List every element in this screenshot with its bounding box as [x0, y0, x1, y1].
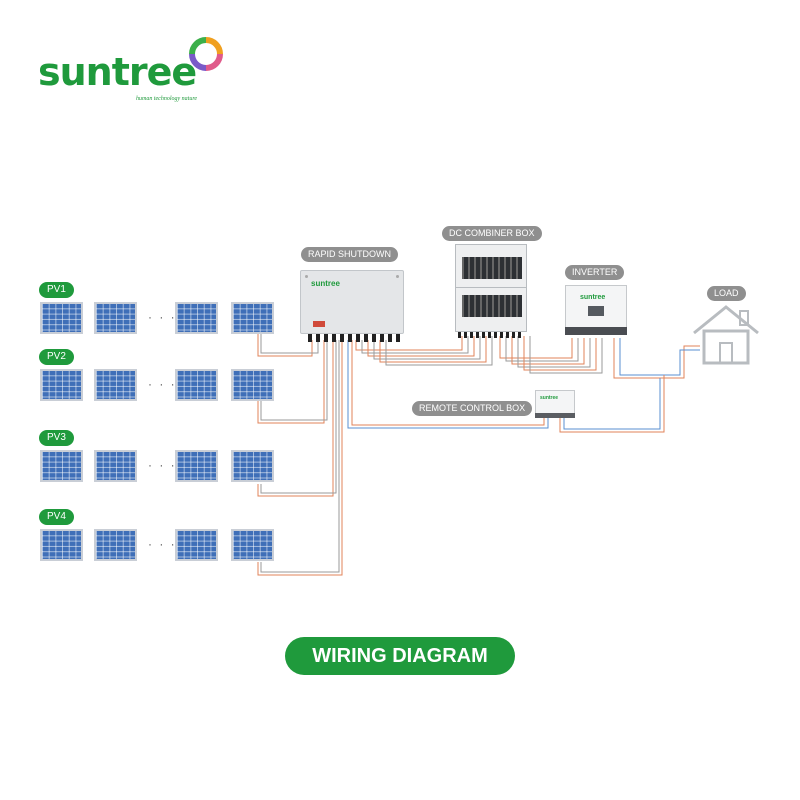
solar-panel: [231, 450, 274, 482]
rapid-shutdown-device: suntree: [300, 270, 404, 334]
ellipsis: · · ·: [148, 377, 177, 391]
brand-logo: suntree human technology nature: [38, 36, 228, 106]
solar-panel: [231, 529, 274, 561]
solar-panel: [231, 302, 274, 334]
brand-name: suntree: [38, 50, 197, 94]
remote-box-base: [535, 413, 575, 418]
remote-box-brand: suntree: [540, 395, 559, 401]
solar-panel: [94, 450, 137, 482]
inverter-base: [565, 327, 627, 335]
device-screw: [305, 275, 308, 278]
solar-panel: [40, 302, 83, 334]
load-label: LOAD: [707, 286, 746, 301]
inverter-label: INVERTER: [565, 265, 625, 280]
remote-control-box-label: REMOTE CONTROL BOX: [412, 401, 533, 416]
remote-control-box: suntree: [535, 390, 575, 418]
rapid-shutdown-brand: suntree: [311, 279, 340, 288]
solar-panel: [40, 369, 83, 401]
breaker-row: [462, 257, 522, 279]
pv4-label: PV4: [39, 509, 74, 525]
device-screw: [396, 275, 399, 278]
pv1-label: PV1: [39, 282, 74, 298]
solar-panel: [175, 369, 218, 401]
brand-tagline: human technology nature: [136, 96, 198, 102]
ellipsis: · · ·: [148, 310, 177, 324]
solar-panel: [94, 302, 137, 334]
inverter-device: suntree: [565, 285, 627, 335]
inverter-brand: suntree: [580, 294, 606, 301]
logo-swirl-icon: [189, 37, 223, 71]
rapid-shutdown-connectors: [308, 334, 400, 342]
ellipsis: · · ·: [148, 537, 177, 551]
dc-combiner-box-label: DC COMBINER BOX: [442, 226, 542, 241]
house-icon: [693, 305, 759, 365]
breaker-row: [462, 295, 522, 317]
solar-panel: [40, 529, 83, 561]
inverter-screen: [588, 306, 604, 316]
solar-panel: [40, 450, 83, 482]
solar-panel: [94, 369, 137, 401]
warning-sticker: [313, 321, 325, 327]
solar-panel: [175, 302, 218, 334]
solar-panel: [231, 369, 274, 401]
wiring-diagram-title: WIRING DIAGRAM: [285, 637, 515, 675]
solar-panel: [175, 529, 218, 561]
solar-panel: [175, 450, 218, 482]
dc-combiner-box: [455, 244, 527, 332]
pv3-label: PV3: [39, 430, 74, 446]
combiner-divider: [456, 287, 526, 288]
combiner-connectors: [458, 332, 524, 338]
solar-panel: [94, 529, 137, 561]
rapid-shutdown-label: RAPID SHUTDOWN: [301, 247, 398, 262]
ellipsis: · · ·: [148, 458, 177, 472]
pv2-label: PV2: [39, 349, 74, 365]
